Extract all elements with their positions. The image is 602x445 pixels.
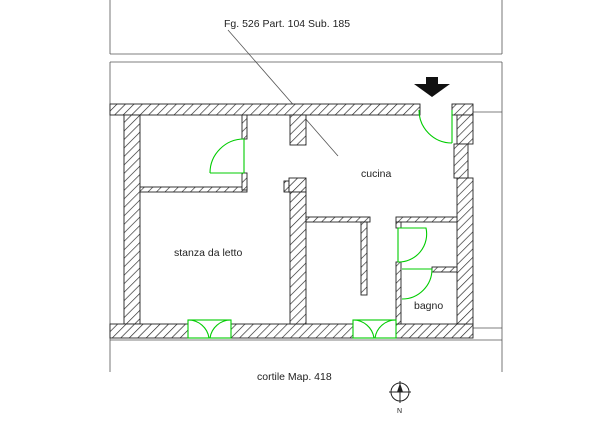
bedroom-window	[187, 319, 232, 339]
cadastral-reference-label: Fg. 526 Part. 104 Sub. 185	[224, 18, 350, 30]
entrance-door	[418, 109, 453, 144]
kitchen-label: cucina	[361, 168, 392, 180]
openings	[187, 109, 453, 339]
compass-icon	[389, 381, 411, 403]
bathroom-inner-door	[401, 268, 433, 300]
courtyard-label: cortile Map. 418	[257, 371, 332, 383]
bathroom-door	[397, 227, 428, 263]
kitchen-window	[352, 319, 397, 339]
reference-leader-line	[227, 29, 339, 157]
bedroom-label: stanza da letto	[174, 247, 242, 259]
arrow-down-icon	[414, 77, 450, 97]
bathroom-label: bagno	[414, 300, 443, 312]
walls	[109, 103, 474, 339]
north-label: N	[397, 408, 402, 415]
bedroom-door	[209, 138, 245, 174]
